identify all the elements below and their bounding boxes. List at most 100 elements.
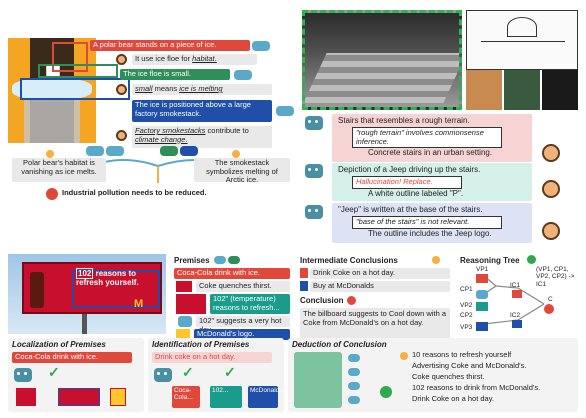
person-icon (542, 144, 560, 162)
deduction-item-3: Coke quenches thirst. (412, 372, 485, 381)
lightbulb-icon (232, 150, 240, 158)
step-1-note: "rough terrain" involves commonsense inf… (352, 127, 502, 149)
check-icon: ✓ (48, 364, 60, 380)
tree-c: C (548, 296, 553, 303)
caption-4-c: ice is melting (179, 84, 223, 93)
deduction-item-5: Drink Coke on a hot day. (412, 394, 494, 403)
caption-4-b: means (152, 84, 180, 93)
premise-2-thumb (176, 281, 192, 292)
deduction-title: Deduction of Conclusion (292, 340, 387, 349)
chat-icon (214, 256, 226, 264)
stairs-step-3: "Jeep" is written at the base of the sta… (332, 203, 532, 243)
deduction-item-4: 102 reasons to drink from McDonald's. (412, 383, 541, 392)
chat-icon (252, 41, 270, 51)
loc-thumb-3 (110, 388, 126, 406)
identification-tag-3: McDonald... (248, 386, 285, 408)
premise-3-thumb (176, 294, 206, 314)
stairs-step-1: Stairs that resembles a rough terrain. "… (332, 114, 532, 162)
caption-2: It use ice floe for habitat. (132, 54, 257, 65)
person-icon (116, 130, 127, 141)
caption-6-b: contribute to (205, 126, 249, 135)
step-2-text: Depiction of a Jeep driving up the stair… (338, 165, 481, 174)
lightbulb-icon (432, 256, 440, 264)
chat-icon (348, 354, 360, 362)
lightbulb-icon (400, 352, 408, 360)
identification-tag-2: 102... (210, 386, 242, 408)
chat-icon (348, 368, 360, 376)
caption-3: The ice floe is small. (120, 69, 230, 80)
green-box (38, 64, 118, 78)
premises-title: Premises (174, 256, 210, 265)
billboard-line2: refresh yourself. (76, 277, 139, 287)
loc-thumb-2 (58, 388, 100, 406)
deduction-item-1: 10 reasons to refresh yourself (412, 350, 512, 359)
step-3-note: "base of the stairs" is not relevant. (352, 216, 502, 229)
thumb-1 (466, 70, 502, 110)
deduction-stack (294, 352, 342, 408)
step-1-text: Stairs that resembles a rough terrain. (338, 116, 470, 125)
tree-icon (527, 255, 536, 264)
tree-node-cp1 (476, 290, 488, 299)
billboard-number: 102 (76, 268, 94, 279)
tree-cp1: CP1 (460, 286, 473, 293)
robot-icon (305, 164, 323, 178)
localization-panel: Localization of Premises Coca-Cola drink… (8, 338, 144, 412)
step-3-output: The outline includes the Jeep logo. (368, 228, 492, 238)
check-icon: ✓ (182, 364, 194, 380)
conclusion-text: The billboard suggests to Cool down with… (300, 308, 450, 340)
person-icon (542, 180, 560, 198)
caption-6-a: Factory smokestacks (135, 126, 206, 135)
ic-marker-blue (300, 281, 308, 291)
tree-ic1: IC1 (510, 282, 521, 289)
step-3-text: "Jeep" is written at the base of the sta… (338, 205, 483, 214)
chat-icon (228, 256, 240, 264)
premise-1: Coca-Cola drink with ice. (174, 268, 290, 279)
step-2-output: A white outline labeled "P". (368, 188, 464, 198)
billboard-line1: reasons to (95, 269, 137, 278)
stairs-photo (302, 10, 462, 110)
billboard-image: 102 reasons to refresh yourself. M (8, 254, 166, 334)
polar-panel: A polar bear stands on a piece of ice. I… (8, 8, 298, 200)
chat-icon (348, 382, 360, 390)
caption-6: Factory smokestacks contribute to climat… (132, 126, 272, 148)
tree-node-ic2 (512, 320, 522, 328)
premise-5-thumb (176, 329, 190, 340)
check-icon: ✓ (224, 364, 236, 380)
caption-2-text: It use ice floe for (135, 54, 193, 63)
chat-icon (276, 106, 294, 116)
robot-icon (305, 116, 323, 130)
caption-6-c: climate change. (135, 134, 188, 144)
tree-note: (VP1, CP1, VP2, CP2) -> IC1 (536, 266, 575, 288)
smile-icon (347, 296, 356, 305)
person-icon (116, 84, 127, 95)
chat-icon (180, 146, 198, 156)
premise-4: 102" suggests a very hot day. (196, 316, 290, 333)
chat-icon (86, 146, 104, 156)
premise-5: McDonald's logo. (194, 329, 290, 340)
identification-title: Identification of Premises (152, 340, 250, 349)
play-icon (380, 386, 392, 398)
tree-ic2: IC2 (510, 312, 521, 319)
caption-1: A polar bear stands on a piece of ice. (90, 40, 250, 51)
identification-item: Drink coke on a hot day. (152, 352, 272, 363)
thumb-3 (542, 70, 578, 110)
final-conclusion: Industrial pollution needs to be reduced… (62, 188, 207, 197)
right-conclusion: The smokestack symbolizes melting of Arc… (194, 158, 290, 184)
smile-icon (46, 188, 58, 200)
premise-3: 102" (temperature) reasons to refresh... (210, 294, 290, 314)
robot-icon (14, 368, 32, 382)
chat-icon (348, 396, 360, 404)
chat-icon (234, 70, 252, 80)
tree-vp2: VP2 (460, 302, 473, 309)
tree-node-vp3 (476, 322, 488, 331)
tree-title: Reasoning Tree (460, 256, 520, 265)
robot-icon (305, 205, 323, 219)
lightbulb-icon (46, 150, 54, 158)
chat-icon (160, 146, 178, 156)
identification-tag-1: Coca-Cola... (172, 386, 200, 408)
deduction-panel: Deduction of Conclusion 10 reasons to re… (288, 338, 578, 412)
deduction-item-2: Advertising Coke and McDonald's. (412, 361, 527, 370)
person-icon (542, 222, 560, 240)
red-box (52, 42, 88, 72)
conclusion-title: Conclusion (300, 296, 344, 305)
